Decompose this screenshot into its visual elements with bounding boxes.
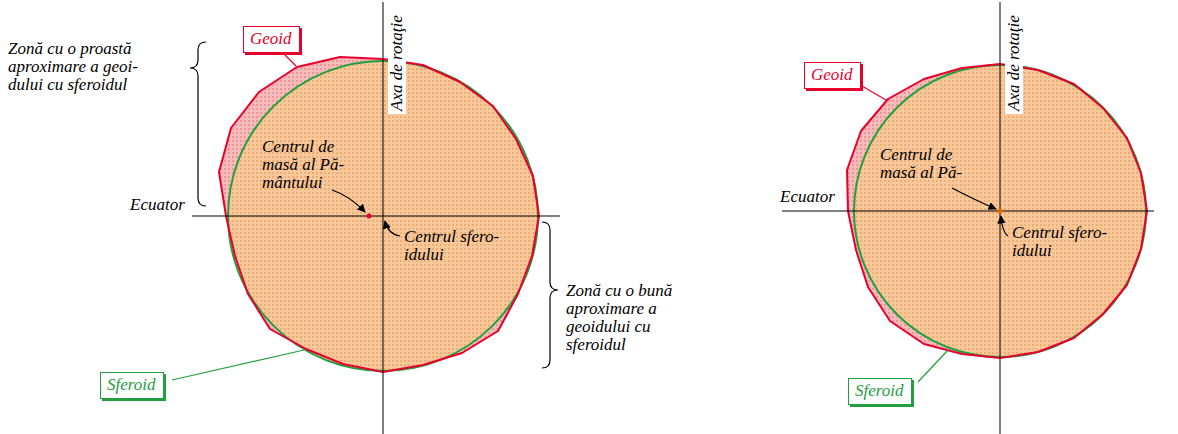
equator-label: Ecuator xyxy=(130,196,185,214)
spheroid-tag: Sferoid xyxy=(100,372,164,399)
leader-line xyxy=(918,350,948,382)
geoid-outline xyxy=(219,57,539,372)
leader-line xyxy=(282,52,296,66)
rotation-axis xyxy=(383,2,384,434)
geoid-tag: Geoid xyxy=(804,62,861,89)
equator-line xyxy=(782,211,1154,212)
center-label: Centrul sfero- idului xyxy=(404,228,522,264)
zone-note: Zonă cu o proastă aproximare a geoi- dul… xyxy=(8,40,158,94)
spheroid-tag: Sferoid xyxy=(848,378,912,405)
leader-line xyxy=(862,86,886,100)
axis-label: Axa de rotaţie xyxy=(388,12,406,114)
tag-text: Geoid xyxy=(811,65,853,85)
axis-label: Axa de rotaţie xyxy=(1005,12,1023,114)
center-label: Centrul sfero- idului xyxy=(1012,224,1130,260)
leader-line xyxy=(172,350,304,380)
center-label: Centrul de masă al Pă- mântului xyxy=(262,138,358,192)
equator-label: Ecuator xyxy=(780,188,835,206)
zone-note: Zonă cu o bună aproximare a geoidului cu… xyxy=(566,282,684,354)
rotation-axis xyxy=(1000,2,1001,434)
tag-text: Sferoid xyxy=(107,375,155,395)
pointer-arrow xyxy=(385,221,400,236)
pointer-arrow xyxy=(1001,216,1008,236)
pointer-arrow xyxy=(332,190,365,212)
geoid-tag: Geoid xyxy=(243,26,300,53)
curly-brace xyxy=(542,222,558,368)
geoid-fill xyxy=(219,57,539,372)
center-of-mass-dot xyxy=(998,209,1003,214)
pointer-arrow xyxy=(952,188,996,209)
tag-text: Sferoid xyxy=(855,381,903,401)
curly-brace xyxy=(190,42,206,206)
equator-line xyxy=(192,216,560,217)
center-label: Centrul de masă al Pă- xyxy=(880,146,976,182)
center-of-mass-dot xyxy=(367,214,372,219)
tag-text: Geoid xyxy=(250,29,292,49)
